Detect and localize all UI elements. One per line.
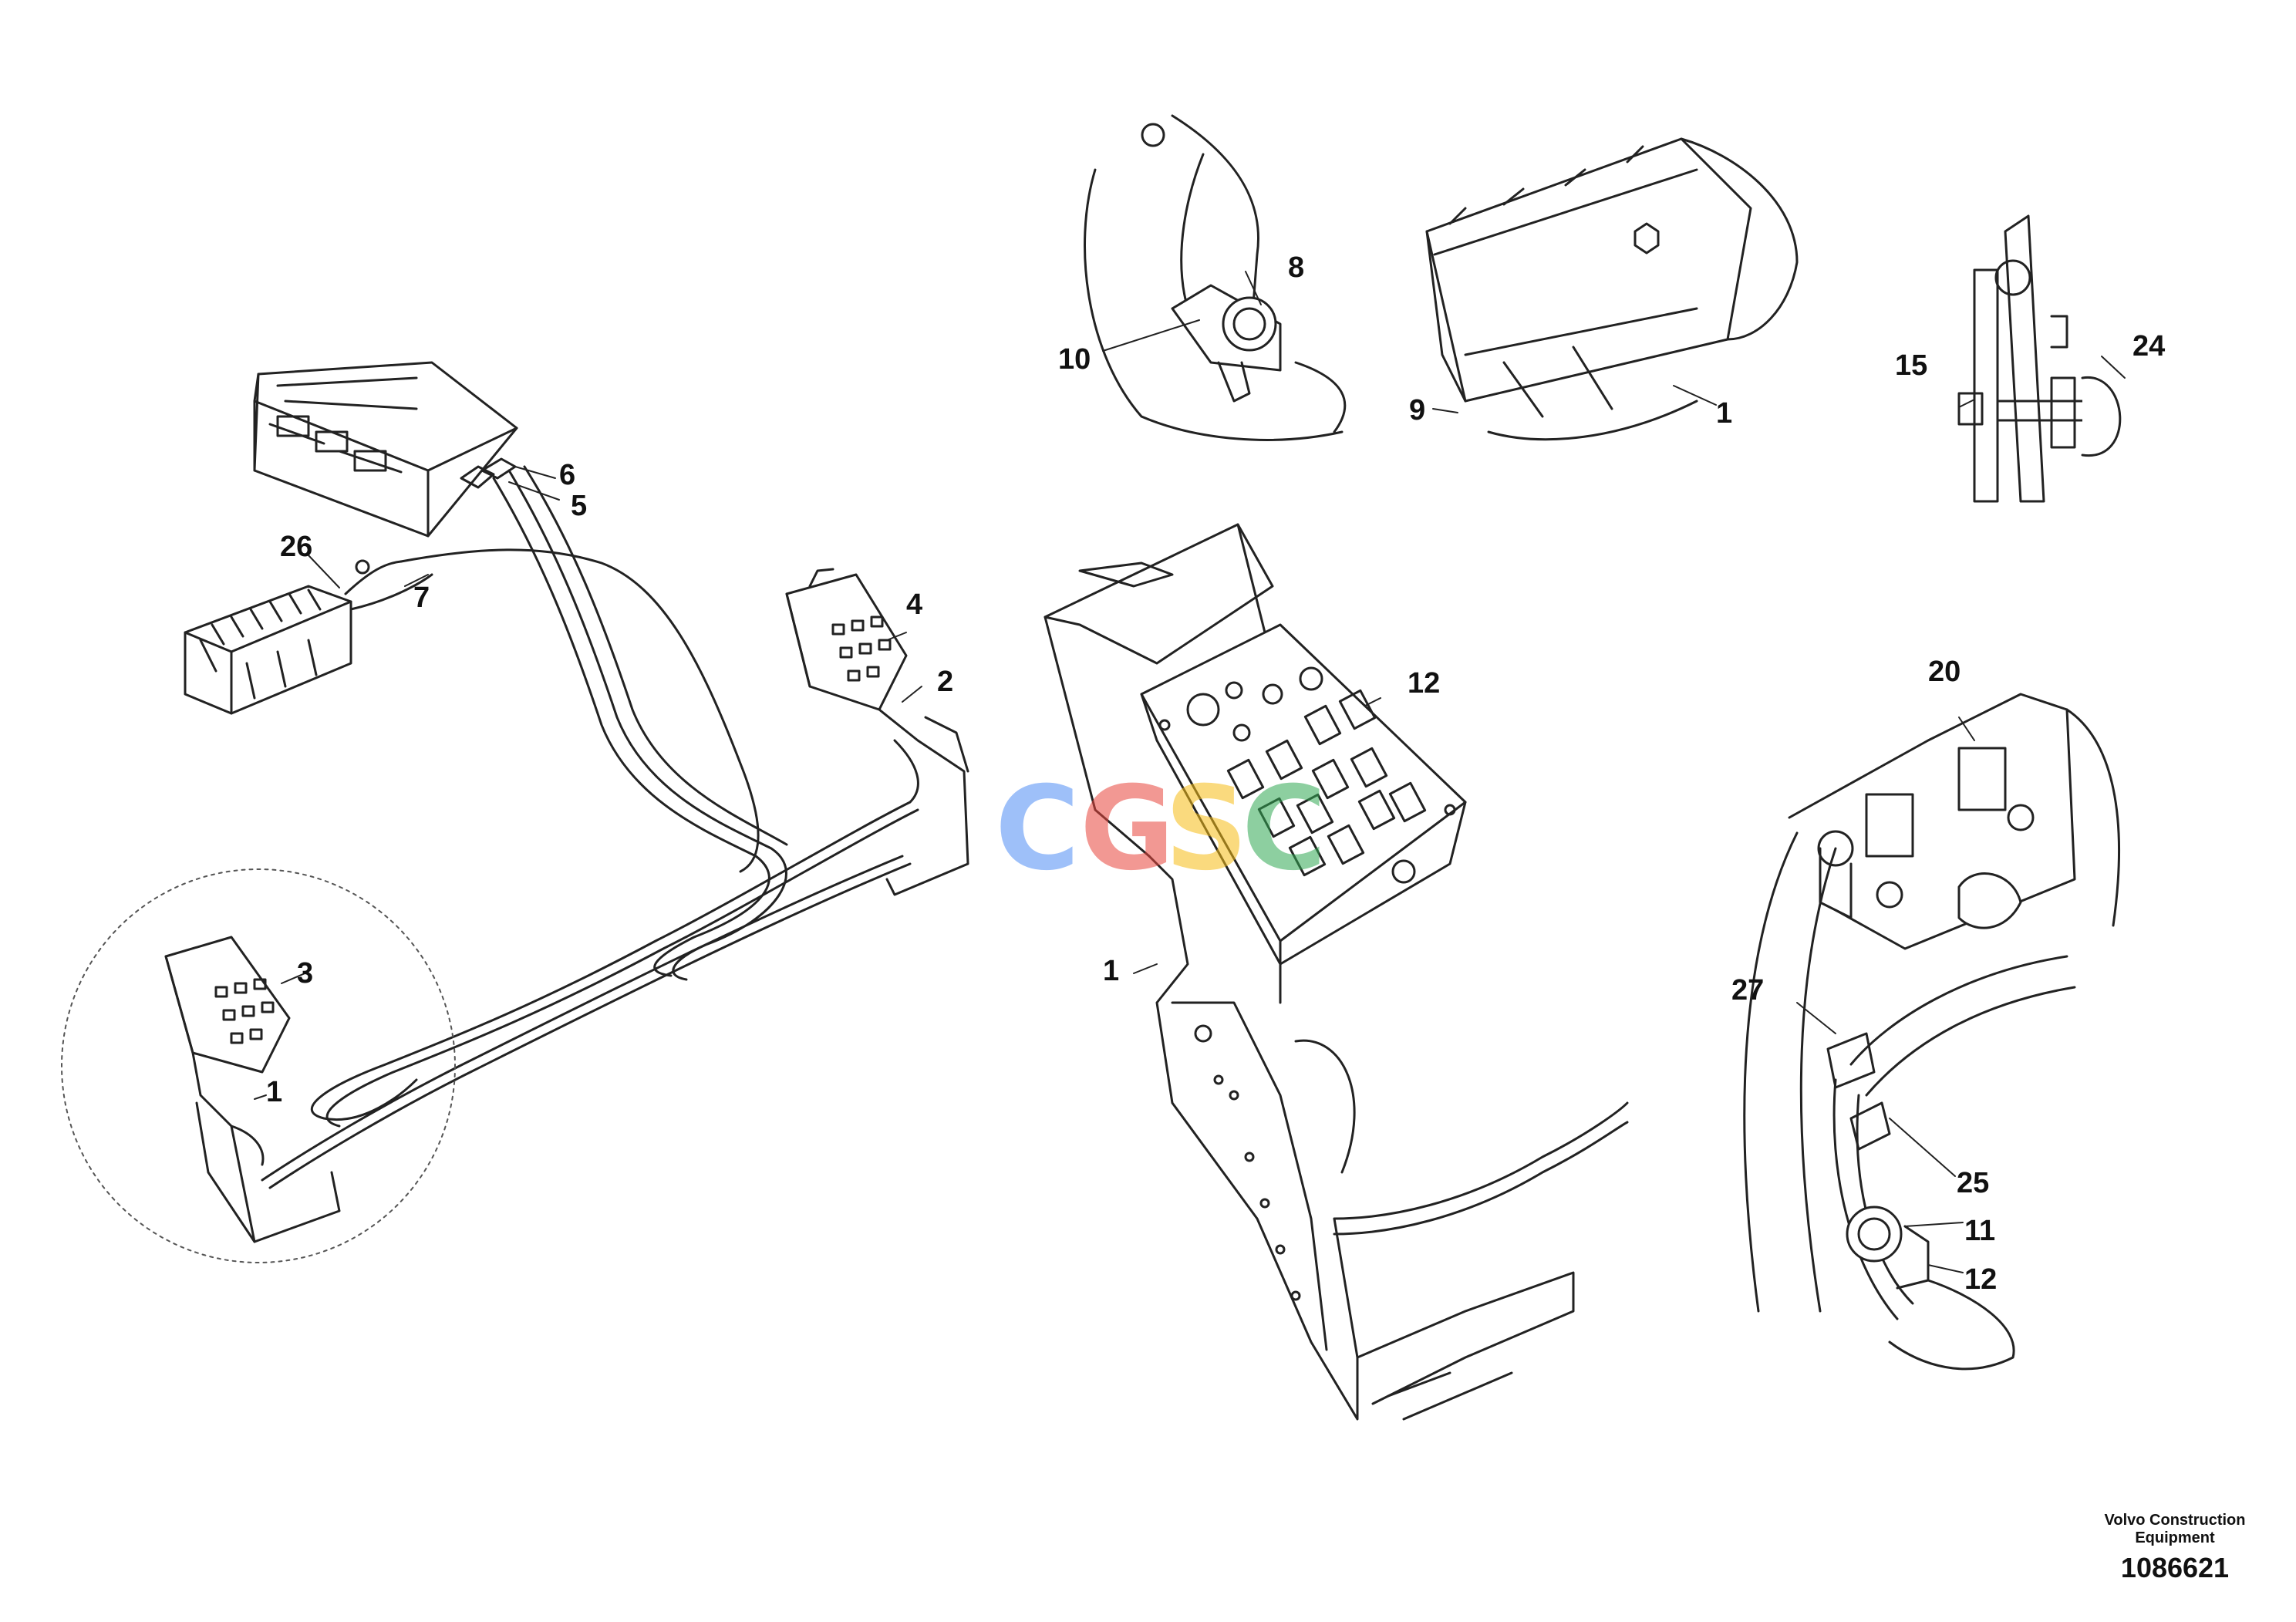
watermark-letter: C xyxy=(1242,762,1327,896)
cable-loop xyxy=(310,801,912,1121)
callout-12-detail: 12 xyxy=(1964,1263,1998,1296)
callout-1-left: 1 xyxy=(266,1076,283,1108)
leader-lines xyxy=(254,271,2126,1273)
callout-12-panel: 12 xyxy=(1408,667,1441,700)
watermark-letter: S xyxy=(1165,762,1249,896)
callout-8: 8 xyxy=(1288,251,1305,284)
callout-7: 7 xyxy=(413,582,430,614)
detail-seat-mount xyxy=(1743,693,2120,1371)
detail-connector xyxy=(1084,114,1347,441)
small-panel-right xyxy=(785,568,969,896)
callout-9: 9 xyxy=(1409,394,1426,427)
callout-15: 15 xyxy=(1895,349,1928,382)
callout-20: 20 xyxy=(1928,656,1961,688)
callout-3: 3 xyxy=(297,957,314,990)
callout-11: 11 xyxy=(1964,1215,1996,1247)
watermark-letter: G xyxy=(1080,762,1175,896)
ecu-box xyxy=(253,361,518,538)
callout-2: 2 xyxy=(937,666,954,698)
callout-27: 27 xyxy=(1731,974,1765,1007)
pedestal-bracket xyxy=(1148,855,1629,1421)
callout-1-top: 1 xyxy=(1716,397,1733,430)
callout-6: 6 xyxy=(559,459,576,491)
small-panel-left xyxy=(164,936,341,1243)
callout-25: 25 xyxy=(1957,1167,1990,1199)
callout-1-mid: 1 xyxy=(1103,955,1120,987)
callout-5: 5 xyxy=(571,490,588,522)
callout-24: 24 xyxy=(2132,330,2166,363)
detail-knob xyxy=(1957,214,2122,503)
company-name: Volvo Construction Equipment xyxy=(2075,1512,2275,1547)
drawing-number: 1086621 xyxy=(2120,1552,2230,1583)
callout-26: 26 xyxy=(280,531,313,563)
callout-10: 10 xyxy=(1058,343,1091,376)
cable-5-6 xyxy=(492,465,788,981)
terminal-block xyxy=(184,559,433,715)
company-line-2: Equipment xyxy=(2135,1529,2215,1546)
detail-circle xyxy=(61,868,456,1263)
callout-4: 4 xyxy=(906,588,923,621)
company-line-1: Volvo Construction xyxy=(2104,1512,2246,1529)
main-control-panel xyxy=(1043,523,1467,966)
detail-rail xyxy=(1425,137,1799,441)
cable-7 xyxy=(400,548,760,873)
watermark-letter: C xyxy=(995,762,1081,896)
